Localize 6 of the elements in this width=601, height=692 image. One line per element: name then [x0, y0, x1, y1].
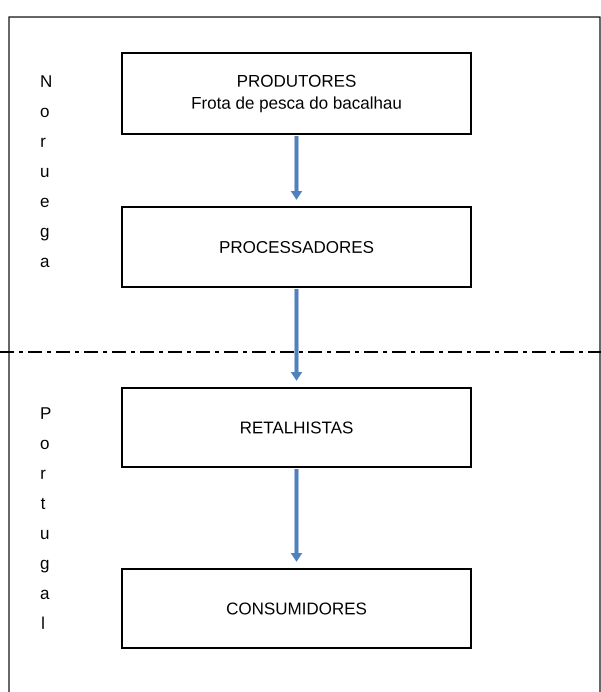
process-box: PRODUTORES Frota de pesca do bacalhau	[121, 52, 472, 135]
region-label: Portugal	[40, 407, 50, 629]
process-box: CONSUMIDORES	[121, 568, 472, 649]
region-label: Noruega	[40, 75, 51, 268]
process-box: PROCESSADORES	[121, 206, 472, 288]
process-box: RETALHISTAS	[121, 387, 472, 468]
